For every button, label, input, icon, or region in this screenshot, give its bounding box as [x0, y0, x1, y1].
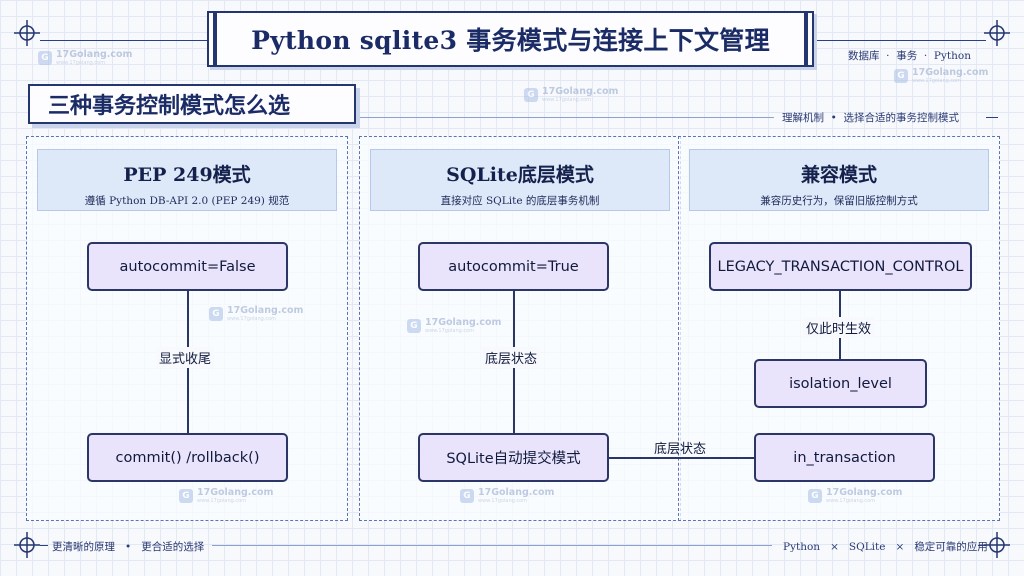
footer-left: 更清晰的原理 • 更合适的选择	[52, 541, 205, 553]
panel-title: SQLite底层模式	[446, 164, 594, 186]
watermark-logo-icon: G	[894, 68, 908, 83]
crosshair-icon	[984, 532, 1010, 558]
panel-title: 兼容模式	[800, 164, 877, 186]
section-heading: 三种事务控制模式怎么选	[28, 84, 356, 124]
footer-rule-right	[978, 545, 986, 546]
footer-rule-left	[40, 545, 48, 546]
watermark-subtext: www.17golang.com	[542, 96, 592, 103]
node-in-transaction: in_transaction	[754, 433, 935, 482]
watermark-logo-icon: G	[808, 488, 822, 503]
panel-header: SQLite底层模式 直接对应 SQLite 的底层事务机制	[370, 149, 670, 211]
node-sqlite-autocommit: SQLite自动提交模式	[418, 433, 609, 482]
panel-header: 兼容模式 兼容历史行为，保留旧版控制方式	[689, 149, 989, 211]
panel-title: PEP 249模式	[123, 164, 251, 186]
cross-edge-label: 底层状态	[654, 442, 707, 457]
watermark-subtext: www.17golang.com	[826, 497, 876, 504]
watermark-text: 17Golang.com	[542, 86, 619, 97]
watermark-text: 17Golang.com	[197, 487, 274, 498]
watermark-text: 17Golang.com	[425, 317, 502, 328]
watermark-text: 17Golang.com	[912, 67, 989, 78]
watermark-subtext: www.17golang.com	[197, 497, 247, 504]
topic-tags: 数据库 · 事务 · Python	[848, 50, 971, 62]
panel-subtitle: 兼容历史行为，保留旧版控制方式	[760, 195, 918, 207]
watermark-subtext: www.17golang.com	[912, 77, 962, 84]
watermark-text: 17Golang.com	[227, 305, 304, 316]
watermark-logo-icon: G	[179, 488, 193, 503]
watermark-subtext: www.17golang.com	[478, 497, 528, 504]
watermark-logo-icon: G	[524, 87, 538, 102]
node-commit-rollback: commit() /rollback()	[87, 433, 288, 482]
edge-label: 显式收尾	[156, 347, 215, 368]
crosshair-icon	[14, 532, 40, 558]
tag: Python	[933, 50, 971, 62]
footer-item: Python	[783, 541, 821, 553]
section-title: 三种事务控制模式怎么选	[48, 93, 291, 119]
title-banner: Python sqlite3 事务模式与连接上下文管理	[207, 11, 814, 67]
section-subtitle-item: 选择合适的事务控制模式	[843, 112, 960, 124]
watermark-subtext: www.17golang.com	[56, 59, 106, 66]
section-subtitle: 理解机制 • 选择合适的事务控制模式	[782, 112, 960, 124]
section-rule	[360, 117, 774, 118]
footer-item: 更清晰的原理	[52, 541, 115, 553]
header-rule-left	[40, 40, 207, 41]
watermark-logo-icon: G	[460, 488, 474, 503]
cross-edge-line	[609, 457, 754, 459]
node-legacy-control: LEGACY_TRANSACTION_CONTROL	[709, 242, 972, 291]
node-isolation-level: isolation_level	[754, 359, 927, 408]
panel-subtitle: 遵循 Python DB-API 2.0 (PEP 249) 规范	[84, 195, 290, 207]
edge-label: 仅此时生效	[803, 317, 875, 338]
footer-rule	[212, 545, 772, 546]
crosshair-icon	[14, 20, 40, 46]
page-title: Python sqlite3 事务模式与连接上下文管理	[251, 26, 770, 55]
watermark-logo-icon: G	[407, 318, 421, 333]
watermark-logo-icon: G	[38, 50, 52, 65]
watermark-subtext: www.17golang.com	[425, 327, 475, 334]
footer-item: SQLite	[848, 541, 886, 553]
node-autocommit-true: autocommit=True	[418, 242, 609, 291]
footer-right: Python × SQLite × 稳定可靠的应用	[783, 541, 988, 553]
tag: 事务	[896, 50, 918, 62]
crosshair-icon	[984, 20, 1010, 46]
node-autocommit-false: autocommit=False	[87, 242, 288, 291]
watermark-text: 17Golang.com	[478, 487, 555, 498]
edge-label: 底层状态	[482, 347, 541, 368]
section-subtitle-item: 理解机制	[782, 112, 824, 124]
watermark-text: 17Golang.com	[826, 487, 903, 498]
watermark-logo-icon: G	[209, 306, 223, 321]
footer-item: 更合适的选择	[141, 541, 205, 553]
watermark-subtext: www.17golang.com	[227, 315, 277, 322]
panel-header: PEP 249模式 遵循 Python DB-API 2.0 (PEP 249)…	[37, 149, 337, 211]
section-rule-end	[986, 117, 998, 118]
watermark-text: 17Golang.com	[56, 49, 133, 60]
tag: 数据库	[848, 50, 880, 62]
panel-subtitle: 直接对应 SQLite 的底层事务机制	[440, 195, 600, 207]
header-rule-right	[816, 40, 986, 41]
footer-item: 稳定可靠的应用	[914, 541, 988, 553]
